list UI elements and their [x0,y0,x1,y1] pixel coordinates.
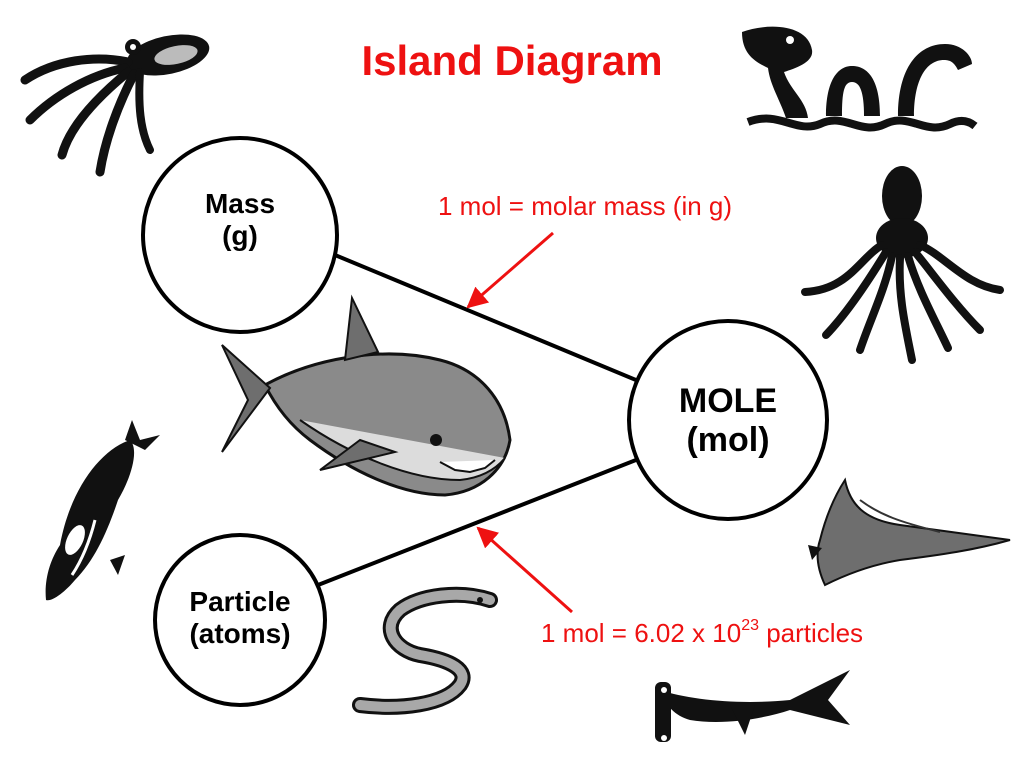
orca-icon [45,420,160,601]
mass-node-name: Mass [204,188,276,219]
mass-node-label: Mass (g) [150,188,330,252]
particle-mole-relation: 1 mol = 6.02 x 1023 particles [541,617,864,648]
particle-node-unit: (atoms) [189,618,291,650]
octopus-icon [801,166,1004,364]
relation-prefix: 1 mol = 6.02 x 10 [541,618,742,648]
slide-title: Island Diagram [361,37,663,84]
relation-exponent: 23 [741,617,759,635]
arrow-particle-mole [476,526,573,614]
mole-node-name: MOLE [678,382,778,420]
eel-icon [352,586,498,715]
hammerhead-icon [655,670,850,742]
mass-node[interactable] [141,136,339,334]
squid-icon [20,34,210,177]
mass-node-unit: (g) [222,220,258,252]
mole-node-unit: (mol) [686,421,770,460]
arrow-mass-mole [466,231,554,309]
mole-node-label: MOLE (mol) [630,382,826,460]
connector-particle-mole [317,458,637,587]
particle-node[interactable] [153,533,327,707]
mole-node[interactable] [627,319,829,521]
mass-mole-relation: 1 mol = molar mass (in g) [438,191,733,221]
particle-node-name: Particle [189,586,291,617]
relation-suffix: particles [758,618,864,648]
manta-ray-icon [808,477,1011,587]
connector-mass-mole [334,253,637,382]
sea-serpent-icon [742,26,978,132]
particle-node-label: Particle (atoms) [155,586,325,650]
shark-icon [221,294,512,497]
